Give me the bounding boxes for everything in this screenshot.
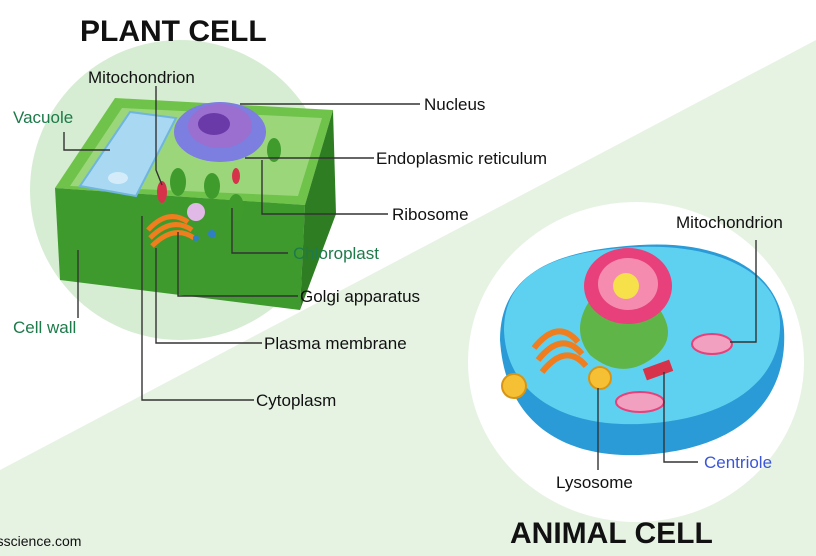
label-mitochondrion-animal: Mitochondrion bbox=[676, 213, 783, 232]
line-mitochondrion-animal bbox=[730, 240, 757, 343]
vacuole-shape bbox=[78, 110, 178, 198]
line-golgi bbox=[177, 232, 298, 297]
plant-wall-side bbox=[300, 110, 336, 310]
line-chloroplast bbox=[231, 208, 288, 254]
chloroplast-2 bbox=[204, 173, 220, 199]
chloroplast-1 bbox=[170, 168, 186, 196]
animal-nucleolus bbox=[613, 273, 639, 299]
label-chloroplast: Chloroplast bbox=[293, 244, 379, 263]
plant-golgi bbox=[146, 214, 196, 248]
label-ribosome: Ribosome bbox=[392, 205, 469, 224]
plant-ribosome-2 bbox=[193, 235, 199, 241]
animal-mitochondrion-2 bbox=[615, 391, 665, 413]
credit-text: rsscience.com bbox=[0, 533, 81, 549]
label-cell-wall: Cell wall bbox=[13, 318, 76, 337]
plant-wall-front bbox=[55, 188, 305, 310]
plant-ribosome-1 bbox=[208, 230, 216, 238]
line-centriole bbox=[663, 372, 698, 463]
label-nucleus: Nucleus bbox=[424, 95, 485, 114]
centriole-shape bbox=[642, 359, 674, 381]
plant-nucleolus bbox=[198, 113, 230, 135]
animal-cell-illustration bbox=[500, 244, 785, 456]
line-ribosome bbox=[261, 160, 388, 215]
label-lysosome: Lysosome bbox=[556, 473, 633, 492]
label-vacuole: Vacuole bbox=[13, 108, 73, 127]
plant-mitochondrion-2 bbox=[232, 168, 240, 184]
leader-lines bbox=[63, 86, 757, 470]
label-cytoplasm: Cytoplasm bbox=[256, 391, 336, 410]
animal-cell-title: ANIMAL CELL bbox=[510, 517, 713, 550]
chloroplast-4 bbox=[267, 138, 281, 162]
line-plasma-membrane bbox=[155, 248, 262, 344]
animal-mitochondrion bbox=[691, 333, 733, 355]
line-mitochondrion-plant bbox=[155, 86, 163, 186]
label-plasma-membrane: Plasma membrane bbox=[264, 334, 407, 353]
label-golgi: Golgi apparatus bbox=[300, 287, 420, 306]
label-er: Endoplasmic reticulum bbox=[376, 149, 547, 168]
lysosome-2 bbox=[501, 373, 527, 399]
line-cytoplasm bbox=[141, 216, 254, 401]
plant-vesicle-1 bbox=[187, 203, 205, 221]
line-vacuole bbox=[63, 132, 110, 151]
plant-cell-title: PLANT CELL bbox=[80, 15, 267, 48]
chloroplast-3 bbox=[228, 194, 244, 222]
vacuole-highlight bbox=[108, 172, 128, 184]
lysosome-1 bbox=[588, 366, 612, 390]
plant-mitochondrion bbox=[157, 181, 167, 203]
plant-cell-illustration bbox=[55, 98, 336, 310]
label-centriole: Centriole bbox=[704, 453, 772, 472]
label-mitochondrion-plant: Mitochondrion bbox=[88, 68, 195, 87]
animal-golgi bbox=[531, 328, 589, 374]
